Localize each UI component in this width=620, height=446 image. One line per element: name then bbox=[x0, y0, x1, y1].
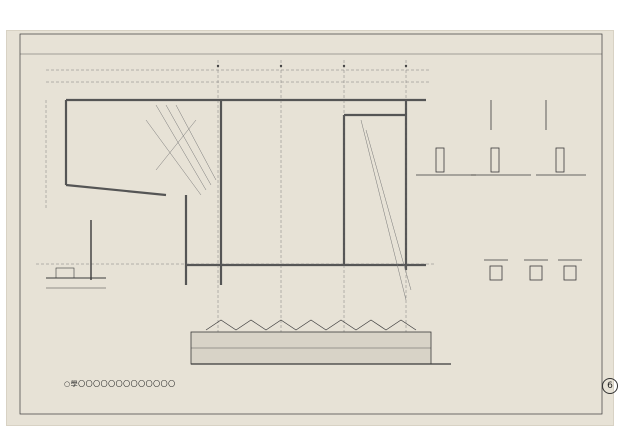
annotation-dots bbox=[216, 64, 408, 68]
section-strip bbox=[190, 319, 451, 365]
right-section-details bbox=[416, 100, 586, 176]
dimension-lines bbox=[36, 60, 436, 340]
sheet-border bbox=[19, 33, 603, 415]
blueprint-drawing bbox=[19, 33, 603, 415]
sheet-title: ○學〇〇〇〇〇〇〇〇〇〇〇〇〇 bbox=[64, 380, 176, 388]
drawing-sheet: ○學〇〇〇〇〇〇〇〇〇〇〇〇〇 6 bbox=[6, 30, 618, 426]
left-detail bbox=[46, 220, 106, 289]
stair-lines bbox=[145, 104, 412, 301]
page-number: 6 bbox=[602, 378, 618, 394]
column-details bbox=[484, 259, 582, 281]
plan-walls bbox=[64, 98, 426, 285]
